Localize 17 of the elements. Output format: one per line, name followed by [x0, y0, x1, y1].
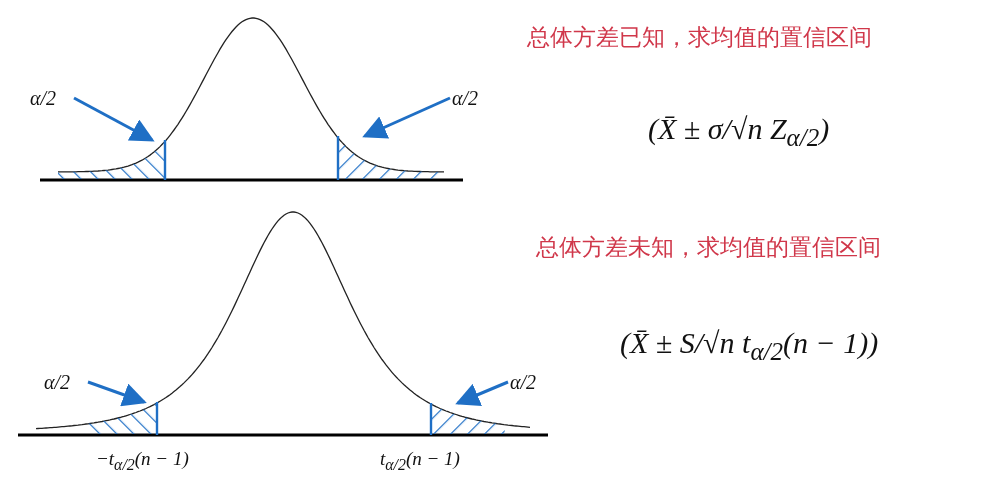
shaded-tail-area [430, 403, 505, 435]
axis-label: t$_{α/2}$(n − 1) [380, 448, 460, 474]
arrow [455, 380, 509, 406]
arrow [73, 96, 155, 142]
shaded-tail-area [58, 140, 166, 180]
heading-text: 总体方差已知，求均值的置信区间 [527, 23, 872, 52]
alpha-label: α/2 [44, 370, 71, 394]
arrow [362, 96, 451, 139]
arrow [87, 380, 147, 407]
axis-label: −t$_{α/2}$(n − 1) [96, 448, 189, 474]
formula-text: (X̄ ± σ/√n Z$_{α/2}$) [648, 112, 830, 152]
heading-text: 总体方差未知，求均值的置信区间 [536, 233, 881, 262]
alpha-label: α/2 [30, 86, 57, 110]
shaded-tail-area [84, 402, 158, 435]
alpha-label: α/2 [452, 86, 479, 110]
alpha-label: α/2 [510, 370, 537, 394]
formula-text: (X̄ ± S/√n t$_{α/2}$(n − 1)) [620, 326, 879, 366]
